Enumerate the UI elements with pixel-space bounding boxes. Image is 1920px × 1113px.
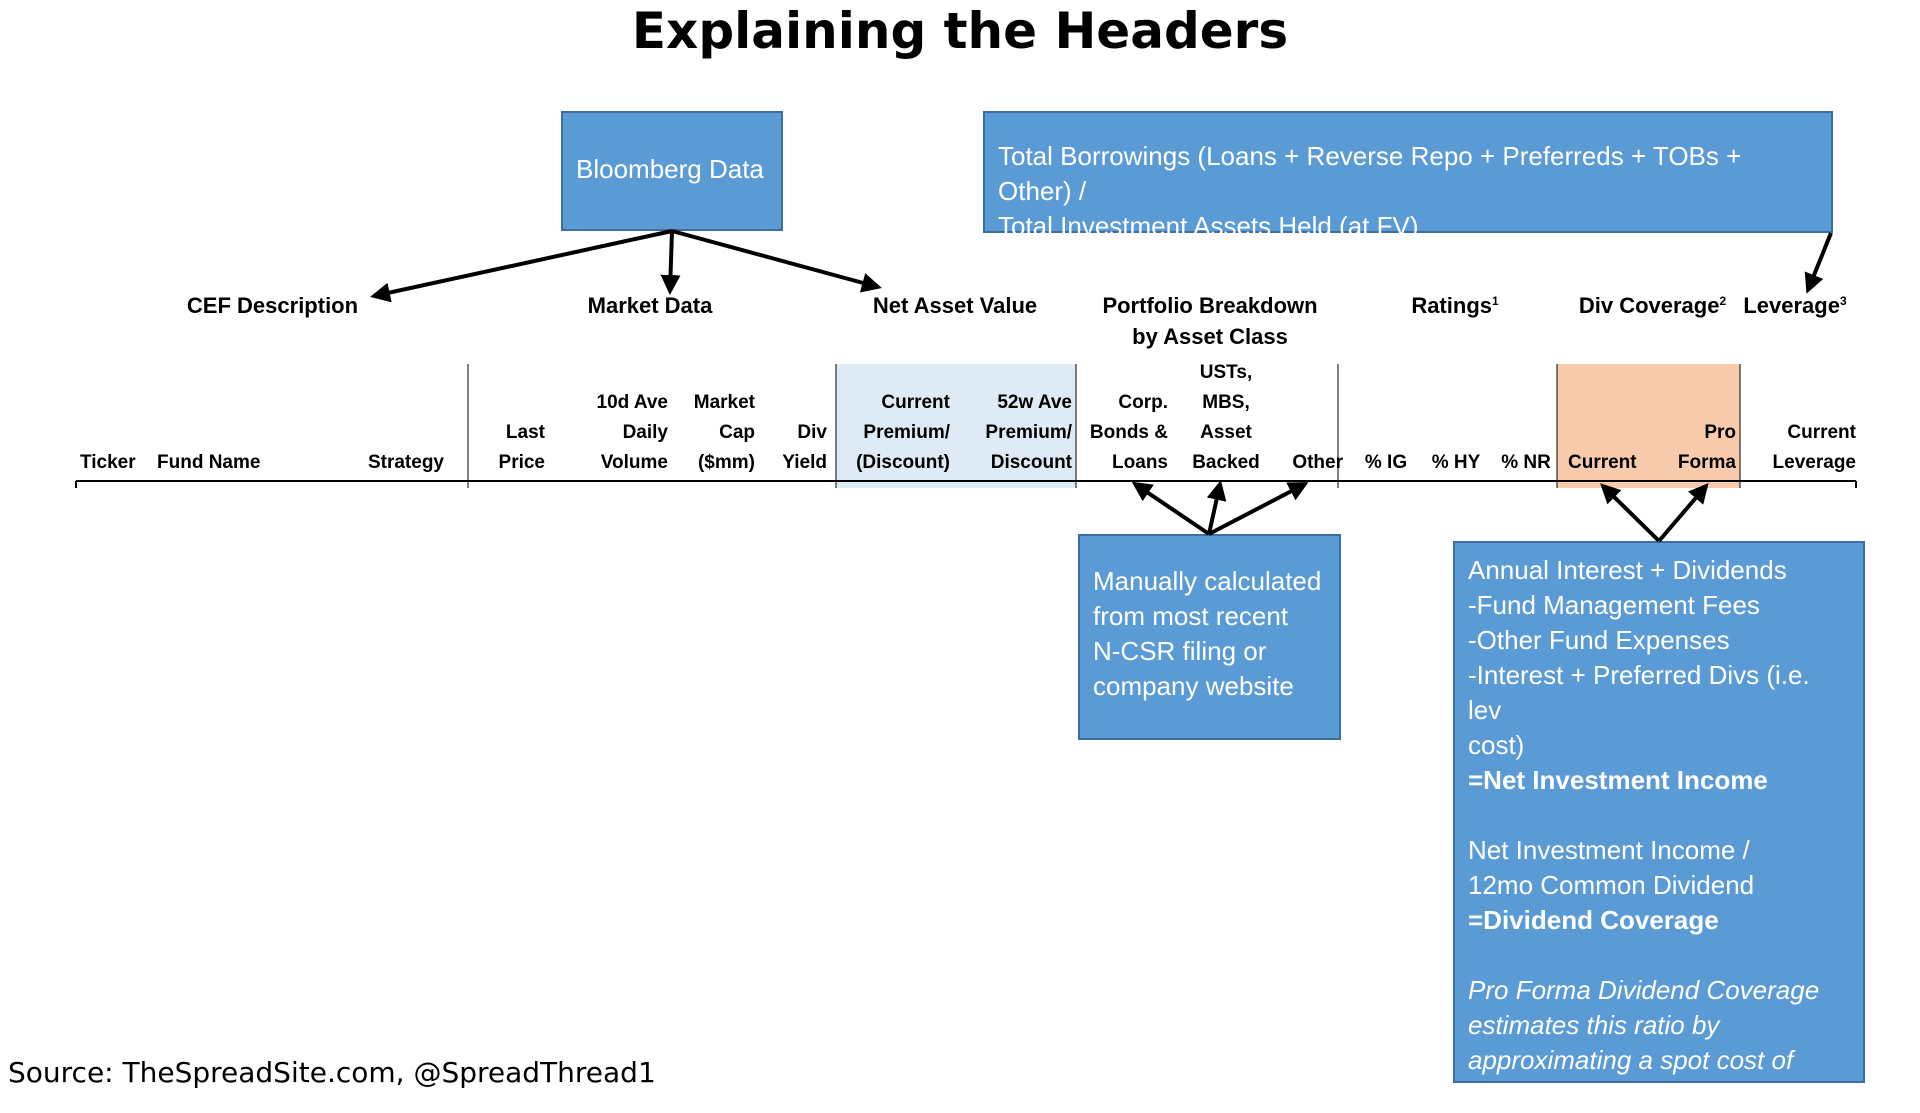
category-cef-description: CEF Description [186,293,359,318]
coverage-line-8: 12mo Common Dividend [1468,870,1755,900]
dividend-coverage-box: Annual Interest + Dividends -Fund Manage… [1453,541,1865,1110]
arrow-to-other [1208,482,1309,536]
dividend-coverage-result: =Dividend Coverage [1468,905,1719,935]
coverage-line-2: -Fund Management Fees [1468,590,1760,620]
col-52w-avg-premium: 52w Ave Premium/ Discount [985,392,1072,473]
arrow-to-usts [1206,480,1227,535]
nav-highlight [836,364,1076,488]
col-coverage-pro-forma: Pro Forma [1677,422,1736,473]
arrow-to-leverage [1804,232,1833,294]
bloomberg-data-label: Bloomberg Data [576,154,764,184]
borrowings-line-1: Total Borrowings (Loans + Reverse Repo +… [998,141,1742,206]
source-credit: Source: TheSpreadSite.com, @SpreadThread… [8,1056,656,1089]
manual-line-3: N-CSR filing or [1093,636,1267,666]
coverage-line-3: -Other Fund Expenses [1468,625,1730,655]
manual-line-1: Manually calculated [1093,566,1322,596]
arrow-to-nav [671,229,882,293]
col-strategy: Strategy [367,452,444,473]
arrow-to-cov-current [1600,483,1661,543]
bloomberg-data-box: Bloomberg Data [561,111,783,231]
arrow-to-cef [370,229,673,303]
arrow-to-corp-bonds [1131,481,1211,536]
category-net-asset-value: Net Asset Value [872,293,1038,318]
col-usts-mbs: USTs, MBS, Asset Backed [1192,362,1260,473]
coverage-line-1: Annual Interest + Dividends [1468,555,1787,585]
manual-line-2: from most recent [1093,601,1289,631]
category-ratings: Ratings1 [1411,293,1499,318]
col-pct-ig: % IG [1364,452,1408,473]
col-pct-nr: % NR [1501,452,1551,473]
coverage-line-7: Net Investment Income / [1468,835,1750,865]
col-fund-name: Fund Name [157,452,261,473]
category-market-data: Market Data [587,293,713,318]
col-last-price: Last Price [498,422,545,473]
net-investment-income-result: =Net Investment Income [1468,765,1768,795]
col-pct-hy: % HY [1431,452,1481,473]
connector-layer [75,229,1857,543]
pro-forma-note-4: leverage [1468,1080,1568,1110]
pro-forma-note-2: estimates this ratio by [1468,1010,1720,1040]
category-div-coverage: Div Coverage2 [1578,293,1727,318]
arrow-to-cov-pro-forma [1657,482,1709,543]
borrowings-line-2: Total Investment Assets Held (at FV) [998,211,1419,241]
coverage-line-4: -Interest + Preferred Divs (i.e. lev [1468,660,1810,725]
div-coverage-highlight [1557,364,1740,488]
col-current-leverage: Current Leverage [1772,422,1856,473]
arrow-to-market [660,230,681,295]
col-other: Other [1292,452,1343,473]
pro-forma-note-3: approximating a spot cost of [1468,1045,1794,1075]
col-coverage-current: Current [1568,452,1637,473]
category-portfolio-breakdown: Portfolio Breakdown by Asset Class [1102,293,1318,349]
col-market-cap: Market Cap ($mm) [693,392,755,473]
category-leverage: Leverage3 [1743,293,1847,318]
manually-calculated-box: Manually calculated from most recent N-C… [1078,534,1341,740]
col-ticker: Ticker [80,452,136,473]
col-div-yield: Div Yield [782,422,827,473]
col-corp-bonds: Corp. Bonds & Loans [1089,392,1168,473]
total-borrowings-box: Total Borrowings (Loans + Reverse Repo +… [983,111,1833,241]
page-title: Explaining the Headers [631,2,1289,60]
pro-forma-note-1: Pro Forma Dividend Coverage [1468,975,1820,1005]
manual-line-4: company website [1093,671,1294,701]
col-daily-volume: 10d Ave Daily Volume [596,392,668,473]
col-current-premium: Current Premium/ (Discount) [856,392,950,473]
coverage-line-5: cost) [1468,730,1525,760]
